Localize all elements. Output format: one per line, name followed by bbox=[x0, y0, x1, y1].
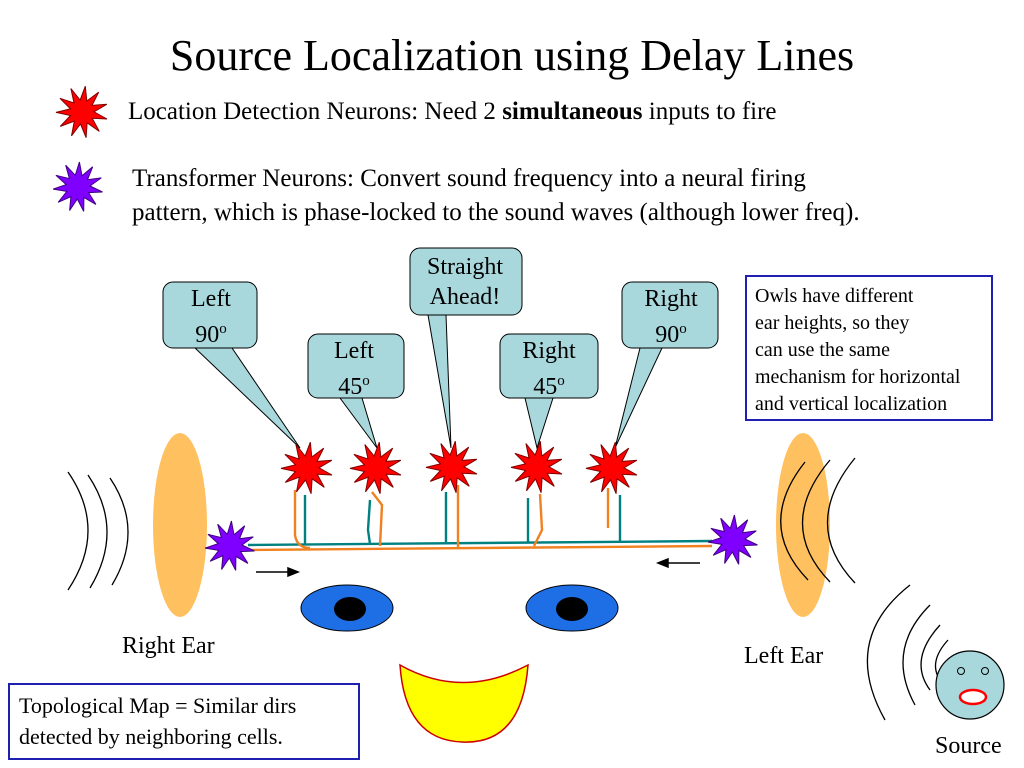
source-face bbox=[935, 650, 1005, 720]
location-neuron-description: Location Detection Neurons: Need 2 simul… bbox=[128, 98, 777, 126]
note-line: and vertical localization bbox=[755, 393, 948, 415]
neurons bbox=[52, 86, 758, 571]
callout-line2: 45o bbox=[504, 366, 594, 402]
callout-boxes bbox=[162, 247, 719, 399]
callout-degree: o bbox=[679, 321, 687, 337]
note-line: can use the same bbox=[755, 339, 890, 361]
callout-line1: Left bbox=[334, 338, 374, 364]
callout-straight-ahead: Straight Ahead! bbox=[412, 252, 518, 312]
arrow-right bbox=[256, 566, 301, 578]
legend-location-neuron-icon bbox=[55, 86, 108, 138]
callout-line2: 90o bbox=[170, 314, 252, 350]
callout-line1: Right bbox=[644, 286, 698, 312]
callout-line1: Right bbox=[522, 338, 576, 364]
owl-note-box: Owls have different ear heights, so they… bbox=[745, 275, 993, 421]
transformer-text-line1: Transformer Neurons: Convert sound frequ… bbox=[132, 165, 806, 192]
page-title: Source Localization using Delay Lines bbox=[169, 31, 855, 80]
callout-pointers bbox=[193, 314, 663, 450]
sound-waves-source bbox=[866, 584, 949, 721]
callout-degree: o bbox=[362, 373, 370, 389]
arrow-left bbox=[655, 557, 700, 569]
callout-left-90: Left 90o bbox=[170, 284, 252, 350]
callout-right-45: Right 45o bbox=[504, 336, 594, 402]
callout-line2: 45o bbox=[312, 366, 396, 402]
mouth bbox=[399, 663, 529, 743]
note-line: mechanism for horizontal bbox=[755, 366, 961, 388]
left-ear-label: Left Ear bbox=[744, 643, 824, 669]
sound-waves-right bbox=[780, 457, 856, 584]
right-ear bbox=[153, 433, 207, 617]
callout-value: 45 bbox=[533, 374, 558, 400]
left-eye bbox=[300, 584, 394, 632]
callout-right-90: Right 90o bbox=[626, 284, 716, 350]
callout-value: 45 bbox=[338, 374, 363, 400]
callout-line1: Left bbox=[191, 286, 231, 312]
callout-line2: Ahead! bbox=[429, 284, 501, 310]
location-neuron-right-45 bbox=[510, 441, 563, 493]
location-text-suffix: inputs to fire bbox=[642, 98, 777, 125]
callout-box bbox=[409, 247, 523, 316]
transformer-neuron-description: Transformer Neurons: Convert sound frequ… bbox=[132, 162, 860, 230]
transformer-text-line2: pattern, which is phase-locked to the so… bbox=[132, 199, 860, 226]
location-neuron-right-90 bbox=[585, 442, 638, 494]
callout-value: 90 bbox=[195, 322, 220, 348]
sound-waves-left bbox=[67, 471, 129, 591]
topological-map-box: Topological Map = Similar dirs detected … bbox=[8, 683, 360, 760]
callout-degree: o bbox=[557, 373, 565, 389]
callout-box bbox=[621, 281, 719, 349]
topological-line: Topological Map = Similar dirs bbox=[19, 693, 297, 718]
callout-value: 90 bbox=[655, 322, 680, 348]
note-line: Owls have different bbox=[755, 285, 914, 307]
note-line: ear heights, so they bbox=[755, 312, 910, 334]
transformer-neuron-left-ear bbox=[707, 514, 758, 565]
callout-line2: 90o bbox=[626, 314, 716, 350]
legend-transformer-neuron-icon bbox=[52, 161, 103, 212]
location-neuron-left-45 bbox=[349, 442, 402, 494]
right-eye bbox=[525, 584, 619, 632]
callout-line1: Straight bbox=[427, 254, 503, 280]
location-neuron-left-90 bbox=[280, 442, 333, 494]
callout-left-45: Left 45o bbox=[312, 336, 396, 402]
callout-degree: o bbox=[219, 321, 227, 337]
location-neuron-straight bbox=[425, 441, 478, 493]
location-text-prefix: Location Detection Neurons: Need 2 bbox=[128, 98, 503, 125]
right-ear-label: Right Ear bbox=[122, 633, 215, 659]
source-label: Source bbox=[935, 733, 1002, 759]
transformer-neuron-right-ear bbox=[204, 520, 255, 571]
delay-lines bbox=[244, 485, 713, 552]
location-text-bold: simultaneous bbox=[502, 98, 643, 125]
topological-line: detected by neighboring cells. bbox=[19, 724, 283, 749]
